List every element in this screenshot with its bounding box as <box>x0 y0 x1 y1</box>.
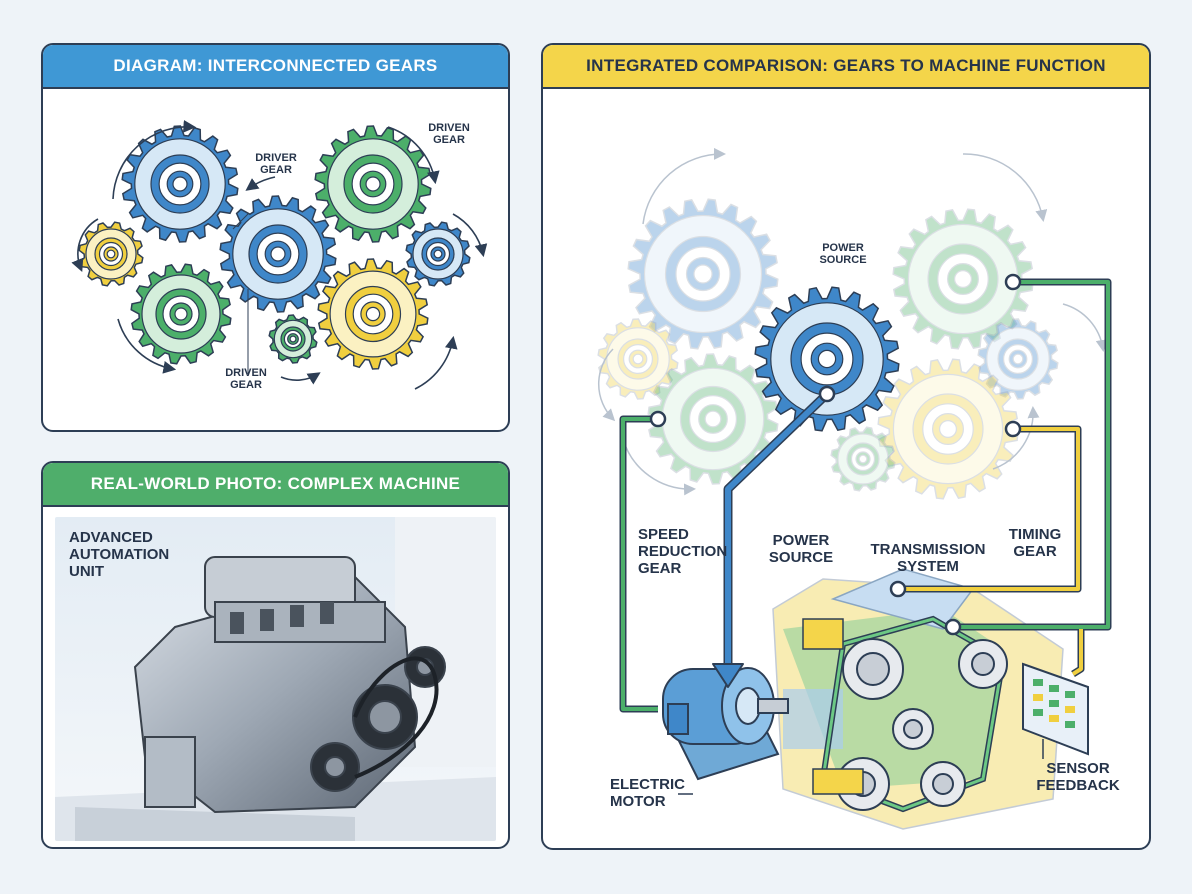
power-source-label: POWER <box>773 532 830 549</box>
driver-gear-label-2: GEAR <box>260 164 292 176</box>
power-source-top-label: POWER <box>822 242 864 254</box>
gear-icon <box>317 258 429 370</box>
gear-icon <box>830 426 896 492</box>
diagram-panel: DIAGRAM: INTERCONNECTED GEARS DRIVER GEA… <box>41 43 510 432</box>
photo-panel: REAL-WORLD PHOTO: COMPLEX MACHINE <box>41 461 510 849</box>
gear-icon <box>597 318 679 400</box>
speed-reduction-gear-label: SPEED <box>638 526 689 543</box>
photo-caption-line: ADVANCED <box>69 529 153 546</box>
machine-illustration <box>772 568 1064 830</box>
photo-caption-line: UNIT <box>69 563 104 580</box>
photo-caption: ADVANCED AUTOMATION UNIT <box>69 529 219 580</box>
gear-icon <box>130 263 232 365</box>
machine-photo: ADVANCED AUTOMATION UNIT <box>55 517 496 841</box>
gear-icon <box>647 353 779 485</box>
sensor-feedback-label-2: FEEDBACK <box>1036 777 1120 794</box>
electric-motor-icon <box>662 667 789 781</box>
gear-icon <box>121 125 239 243</box>
electric-motor-label-2: MOTOR <box>610 793 666 810</box>
connection-lines <box>619 278 1112 713</box>
driver-gear-label: DRIVER <box>255 152 297 164</box>
integrated-diagram: POWER SOURCE SPEED REDUCTION GEAR POWER … <box>597 147 1120 830</box>
gear-diagram: DRIVER GEAR DRIVEN GEAR DRIVEN GEAR <box>71 119 488 391</box>
photo-panel-title: REAL-WORLD PHOTO: COMPLEX MACHINE <box>43 463 508 507</box>
speed-reduction-gear-label-3: GEAR <box>638 560 682 577</box>
comparison-panel-title: INTEGRATED COMPARISON: GEARS TO MACHINE … <box>543 45 1149 89</box>
timing-gear-label-2: GEAR <box>1013 543 1057 560</box>
diagram-panel-title: DIAGRAM: INTERCONNECTED GEARS <box>43 45 508 89</box>
gear-icon <box>892 208 1034 350</box>
gear-icon <box>219 195 337 313</box>
electric-motor-label: ELECTRIC <box>610 776 685 793</box>
transmission-system-label-2: SYSTEM <box>897 558 959 575</box>
photo-caption-line: AUTOMATION <box>69 546 170 563</box>
gear-group <box>78 125 471 370</box>
gear-group <box>597 198 1059 500</box>
speed-reduction-gear-label-2: REDUCTION <box>638 543 727 560</box>
sensor-feedback-label: SENSOR <box>1046 760 1110 777</box>
driven-gear-label-bottom-2: GEAR <box>230 379 262 391</box>
driven-gear-label-bottom: DRIVEN <box>225 367 267 379</box>
driven-gear-label-top-2: GEAR <box>433 134 465 146</box>
connector-nodes <box>649 273 1022 636</box>
timing-gear-label: TIMING <box>1009 526 1062 543</box>
gear-icon <box>754 286 900 432</box>
rotation-arrow-icon <box>597 147 1108 496</box>
sensor-panel-icon <box>1022 662 1089 756</box>
driven-gear-label-top: DRIVEN <box>428 122 470 134</box>
gear-icon <box>314 125 432 243</box>
gear-icon <box>78 221 144 287</box>
gear-icon <box>977 318 1059 400</box>
comparison-panel: INTEGRATED COMPARISON: GEARS TO MACHINE … <box>541 43 1151 850</box>
gear-icon <box>268 314 318 364</box>
gear-icon <box>627 198 779 350</box>
gear-icon <box>405 221 471 287</box>
rotation-arrow-icon <box>71 119 488 390</box>
gear-icon <box>877 358 1019 500</box>
transmission-system-label: TRANSMISSION <box>870 541 985 558</box>
power-source-top-label-2: SOURCE <box>819 254 866 266</box>
power-source-label-2: SOURCE <box>769 549 833 566</box>
